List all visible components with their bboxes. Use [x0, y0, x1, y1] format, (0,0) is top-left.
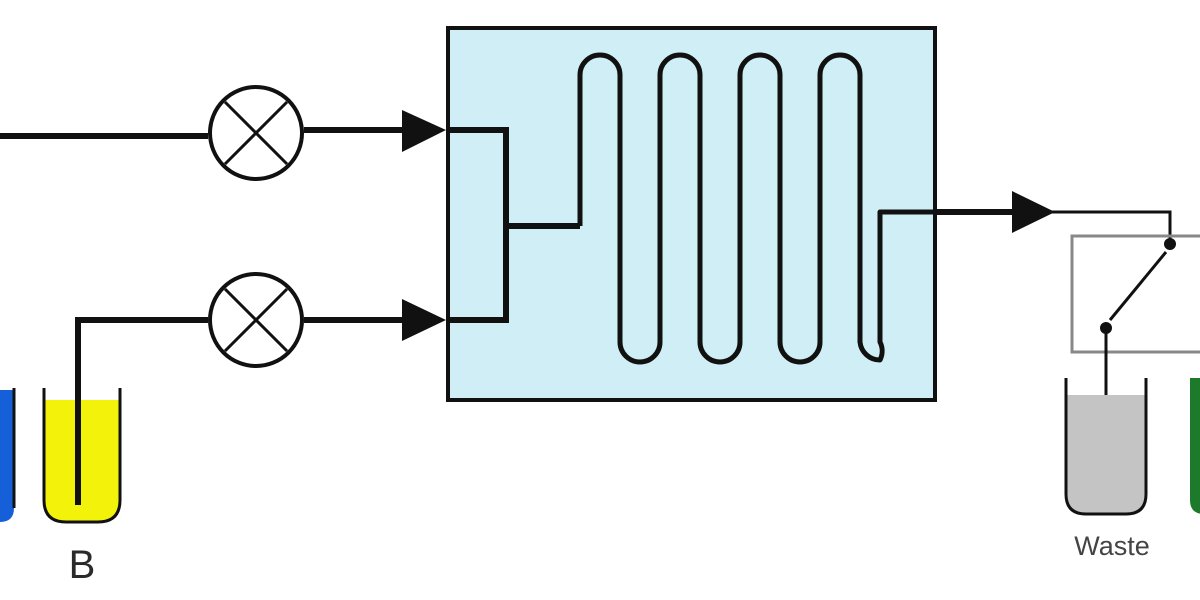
waste-label: Waste [1074, 531, 1150, 561]
reagent-b-label: B [69, 543, 96, 587]
pump-a [208, 85, 304, 181]
serpentine-channel [577, 52, 935, 365]
flow-arrow-icon [402, 299, 446, 341]
flow-arrow-icon [1012, 191, 1055, 233]
feed-line-b-in [75, 317, 208, 505]
reagent-b-vessel [42, 388, 122, 524]
flow-arrow-icon [402, 110, 446, 152]
pump-b [208, 272, 304, 368]
reagent-a-vessel [0, 388, 16, 522]
collection-vessel [1190, 378, 1200, 514]
switch-valve-icon [1070, 234, 1200, 412]
waste-vessel [1064, 378, 1148, 516]
